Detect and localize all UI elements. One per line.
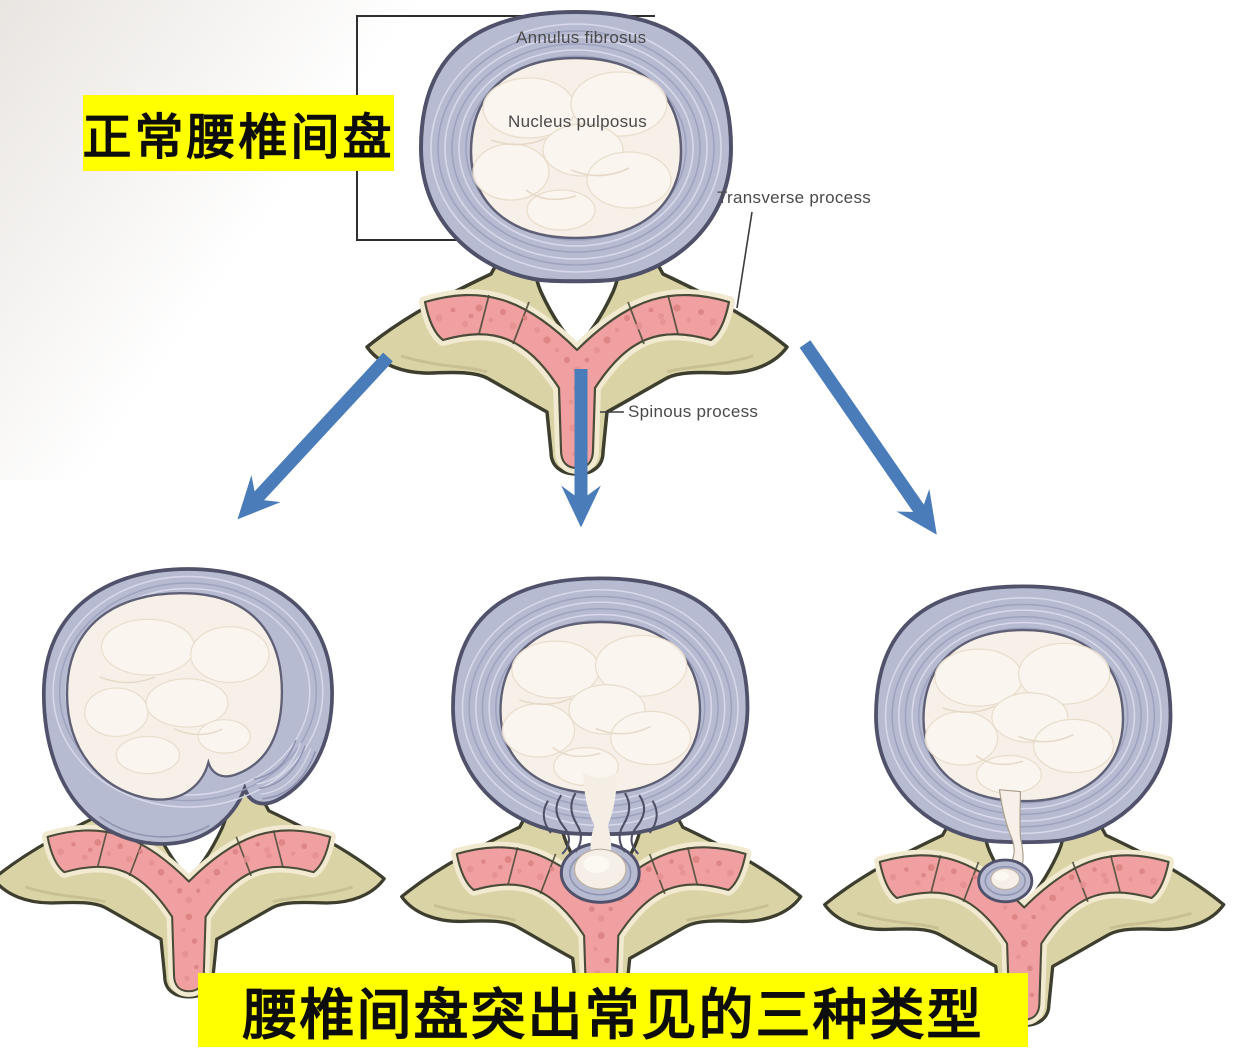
annulus-fibrosus-label: Annulus fibrosus [516,28,647,47]
herniation-types-caption: 腰椎间盘突出常见的三种类型 [198,973,1028,1047]
nucleus-pulposus-label: Nucleus pulposus [508,112,647,131]
normal-disc [419,10,733,284]
spinous-process-label: Spinous process [628,402,759,421]
arrow-to-right-diagram [799,340,937,535]
transverse-leader-line [736,211,753,309]
bulging-disc-diagram [0,567,384,997]
bulging-disc [41,567,334,846]
transverse-process-label: Transverse process [717,188,872,207]
sequestered-disc-diagram [825,586,1224,1025]
extruded-disc-diagram [402,578,801,1017]
normal-disc-caption: 正常腰椎间盘 [83,95,394,171]
arrow-to-left-diagram [237,352,393,520]
